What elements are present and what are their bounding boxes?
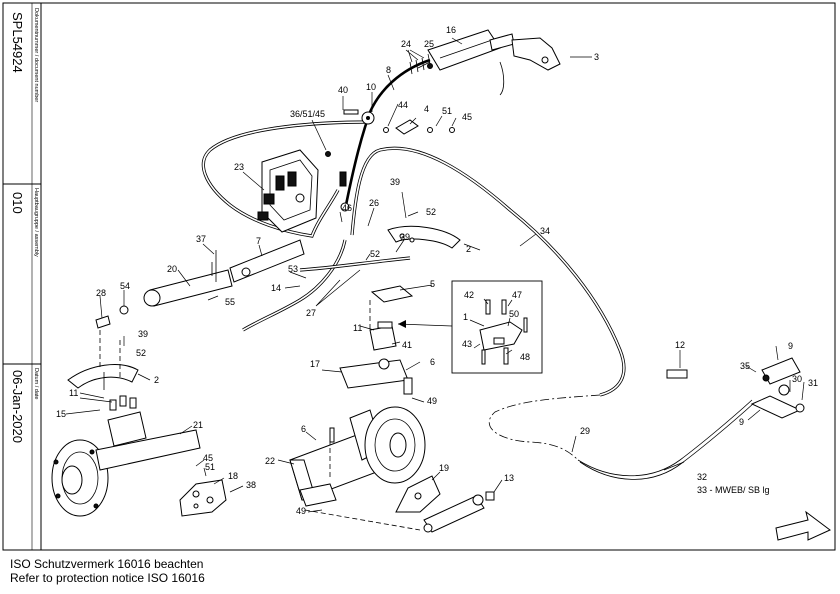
callout-54: 54 <box>120 281 130 291</box>
callout-9-top: 9 <box>788 341 793 351</box>
title-block: SPL54924 Dokumentnummer / document numbe… <box>2 2 42 551</box>
bracket-plate <box>179 479 227 517</box>
callout-37: 37 <box>196 234 206 244</box>
callout-31: 31 <box>808 378 818 388</box>
callout-21: 21 <box>193 420 203 430</box>
callout-4: 4 <box>424 104 429 114</box>
callout-35: 35 <box>740 361 750 371</box>
protection-notice-de: ISO Schutzvermerk 16016 beachten <box>10 557 204 571</box>
control-cable <box>339 58 431 212</box>
callout-22: 22 <box>265 456 275 466</box>
callout-6-low: 6 <box>301 424 306 434</box>
callouts: 16 3 24 25 8 40 10 44 4 51 45 36/51/45 2… <box>56 25 818 516</box>
brake-handle <box>750 357 805 419</box>
callout-26: 26 <box>369 198 379 208</box>
callout-41: 41 <box>402 340 412 350</box>
assembly-lines <box>99 300 421 531</box>
callout-18: 18 <box>228 471 238 481</box>
callout-14: 14 <box>271 283 281 293</box>
callout-36-51-45: 36/51/45 <box>290 109 325 119</box>
callout-2-right: 2 <box>466 244 471 254</box>
callout-3: 3 <box>594 52 599 62</box>
callout-13: 13 <box>504 473 514 483</box>
callout-9-low: 9 <box>739 417 744 427</box>
assembly-caption: Hauptbaugruppe / assembly <box>33 188 39 257</box>
callout-6-mid: 6 <box>430 357 435 367</box>
date-caption: Datum / date <box>33 368 39 400</box>
callout-23: 23 <box>234 162 244 172</box>
cylinder-top <box>417 29 561 96</box>
callout-28: 28 <box>96 288 106 298</box>
callout-46: 46 <box>342 203 352 213</box>
direction-arrow <box>775 510 831 541</box>
callout-30: 30 <box>792 374 802 384</box>
callout-48: 48 <box>520 352 530 362</box>
callout-7: 7 <box>256 236 261 246</box>
callout-44: 44 <box>398 100 408 110</box>
callout-51-top: 51 <box>442 106 452 116</box>
callout-52-top: 52 <box>426 207 436 217</box>
callout-25: 25 <box>424 39 434 49</box>
axle-assembly-right <box>289 406 426 507</box>
callout-52-left: 52 <box>136 348 146 358</box>
callout-2-left: 2 <box>154 375 159 385</box>
callout-29: 29 <box>580 426 590 436</box>
callout-11-mid: 11 <box>353 323 362 333</box>
callout-24: 24 <box>401 39 411 49</box>
hub-left <box>51 395 201 517</box>
callout-27: 27 <box>306 308 316 318</box>
callout-40: 40 <box>338 85 348 95</box>
callout-5: 5 <box>430 279 435 289</box>
callout-32: 32 <box>697 472 707 482</box>
callout-39-mid: 39 <box>400 232 410 242</box>
callout-34: 34 <box>540 226 550 236</box>
assembly-number: 010 <box>10 192 25 214</box>
callout-33-mweb: 33 - MWEB/ SB lg <box>697 485 770 495</box>
callout-45-low: 45 <box>203 453 213 463</box>
callout-8: 8 <box>386 65 391 75</box>
callout-49-low: 49 <box>296 506 306 516</box>
callout-38: 38 <box>246 480 256 490</box>
callout-50: 50 <box>509 309 519 319</box>
mudguard-left <box>67 364 139 390</box>
inset-detail <box>397 280 543 374</box>
callout-51-low: 51 <box>205 462 215 472</box>
mudguard-right <box>387 225 461 249</box>
callout-39-left: 39 <box>138 329 148 339</box>
callout-52-mid: 52 <box>370 249 380 259</box>
callout-42: 42 <box>464 290 474 300</box>
document-number: SPL54924 <box>10 12 25 73</box>
callout-12: 12 <box>675 340 685 350</box>
leader-lines <box>65 37 805 513</box>
clamp-12 <box>666 369 688 379</box>
callout-10: 10 <box>366 82 376 92</box>
callout-11-left: 11 <box>69 388 78 398</box>
callout-47: 47 <box>512 290 522 300</box>
callout-1: 1 <box>463 312 468 322</box>
axle-assembly-left <box>95 239 305 329</box>
protection-notice-en: Refer to protection notice ISO 16016 <box>10 571 205 585</box>
callout-49-mid: 49 <box>427 396 437 406</box>
lever-cylinder <box>395 475 495 533</box>
callout-43: 43 <box>462 339 472 349</box>
callout-45-top: 45 <box>462 112 472 122</box>
hardware-top <box>325 57 455 157</box>
document-date: 06-Jan-2020 <box>10 370 25 443</box>
document-number-caption: Dokumentnummer / document number <box>33 8 39 102</box>
valve-block <box>257 149 319 233</box>
hydraulic-pipes <box>201 120 755 480</box>
callout-15: 15 <box>56 409 66 419</box>
callout-19: 19 <box>439 463 449 473</box>
callout-16: 16 <box>446 25 456 35</box>
callout-39-top: 39 <box>390 177 400 187</box>
callout-53: 53 <box>288 264 298 274</box>
callout-55: 55 <box>225 297 235 307</box>
callout-20: 20 <box>167 264 177 274</box>
callout-17: 17 <box>310 359 320 369</box>
